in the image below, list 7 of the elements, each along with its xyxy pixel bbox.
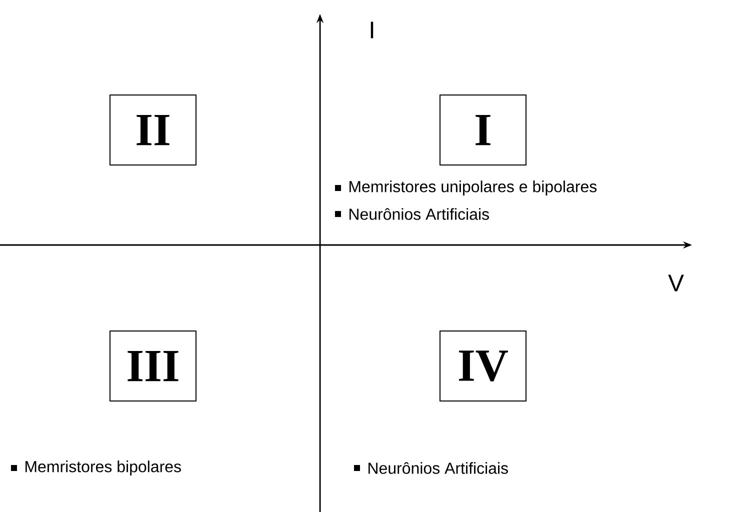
numeral-box: III [110, 330, 196, 402]
numeral-box: IV [440, 330, 526, 402]
axis-label: V [668, 274, 684, 292]
numeral-box: I [440, 94, 526, 166]
bullet-text: Neurônios Artificiais [350, 208, 489, 220]
numeral-box: II [110, 94, 196, 166]
axis-label: I [370, 22, 374, 38]
